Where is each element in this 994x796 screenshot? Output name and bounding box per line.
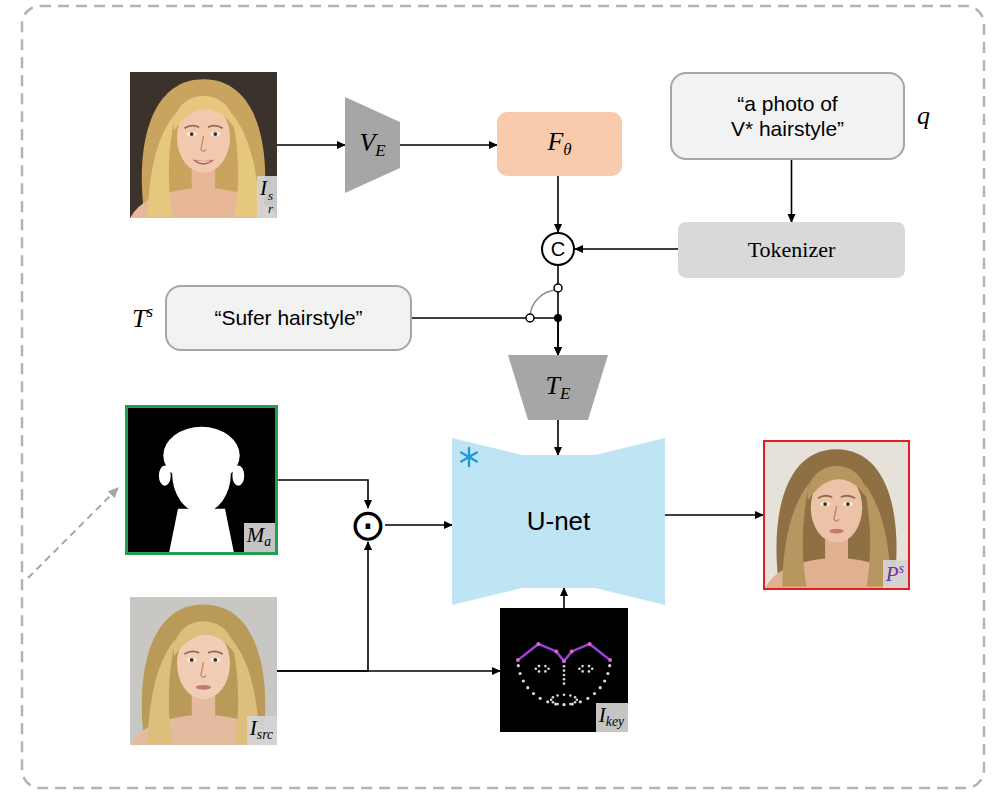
connector-arrow — [277, 144, 345, 146]
mask-image: Ma — [125, 405, 278, 555]
connector-arrow — [665, 514, 763, 516]
connector-arrow — [791, 160, 793, 222]
mapper-box: Fθ — [497, 112, 622, 176]
reference-photo: Isr — [130, 72, 277, 218]
connector-arrow — [412, 318, 558, 355]
node-label: Fθ — [547, 129, 571, 159]
subscript: a — [264, 534, 271, 549]
node-label: U-net — [527, 506, 591, 537]
multiply-symbol: ⊙ — [351, 508, 385, 542]
node-label: Ps — [883, 560, 908, 588]
node-label: “Sufer hairstyle” — [214, 306, 362, 330]
node-label: C — [551, 239, 565, 259]
node-label: “a photo of V* hairstyle” — [728, 91, 848, 141]
math-base: T — [132, 304, 146, 333]
superscript: s — [146, 302, 153, 321]
math-base: T — [546, 371, 560, 400]
connector-arrow — [277, 670, 500, 672]
node-label: Tokenizer — [748, 237, 836, 263]
tokenizer-box: Tokenizer — [678, 222, 905, 278]
dashed-leader-arrow — [28, 488, 118, 578]
node-label: Ikey — [596, 703, 628, 732]
math-base: I — [250, 716, 257, 740]
math-base: V — [359, 128, 375, 157]
text-prompt-box: “Sufer hairstyle”Ts — [165, 285, 412, 351]
subscript: E — [560, 384, 570, 403]
unet-block: U-net — [452, 438, 665, 605]
subscript: θ — [563, 140, 571, 159]
subscript: key — [606, 714, 624, 729]
keypoint-image: Ikey — [500, 608, 628, 732]
superscript: s — [899, 561, 904, 576]
math-base: P — [886, 562, 899, 586]
subscript: src — [257, 727, 273, 742]
side-label: Ts — [132, 304, 153, 332]
math-base: I — [260, 176, 267, 200]
junction-dot — [554, 314, 562, 322]
side-label: q — [917, 103, 930, 129]
math-base: I — [599, 703, 606, 727]
connector-arrow — [400, 144, 497, 146]
node-label: Ma — [244, 523, 275, 552]
switch-contact — [554, 284, 562, 292]
connector-arrow — [557, 420, 559, 455]
reference-photo-shape — [130, 72, 277, 218]
index-stack: sr — [268, 189, 273, 215]
connector-arrow — [557, 176, 559, 232]
subscript: r — [268, 202, 273, 215]
subscript: E — [375, 141, 385, 160]
switch-arc — [530, 290, 558, 318]
node-label: VE — [359, 130, 385, 160]
encoder-trapezoid: VE — [345, 97, 400, 193]
dashed-frame — [22, 6, 984, 788]
connector-arrow — [385, 524, 452, 526]
node-label: TE — [546, 373, 571, 403]
source-photo: Isrc — [130, 597, 277, 745]
text-encoder-trapezoid: TE — [508, 355, 608, 420]
superscript: s — [268, 189, 273, 202]
concat-circle: C — [541, 232, 575, 266]
connector-arrow — [563, 588, 565, 608]
result-photo: Ps — [763, 440, 910, 590]
node-label: Isr — [257, 176, 277, 218]
switch-contact — [526, 314, 534, 322]
connector-arrow — [575, 248, 678, 250]
connector-arrow — [277, 542, 368, 671]
node-label: Isrc — [247, 716, 277, 745]
node-label: ⊙ — [350, 503, 387, 547]
math-base: F — [547, 127, 563, 156]
math-base: M — [247, 523, 265, 547]
prompt-box: “a photo of V* hairstyle”q — [670, 72, 905, 160]
